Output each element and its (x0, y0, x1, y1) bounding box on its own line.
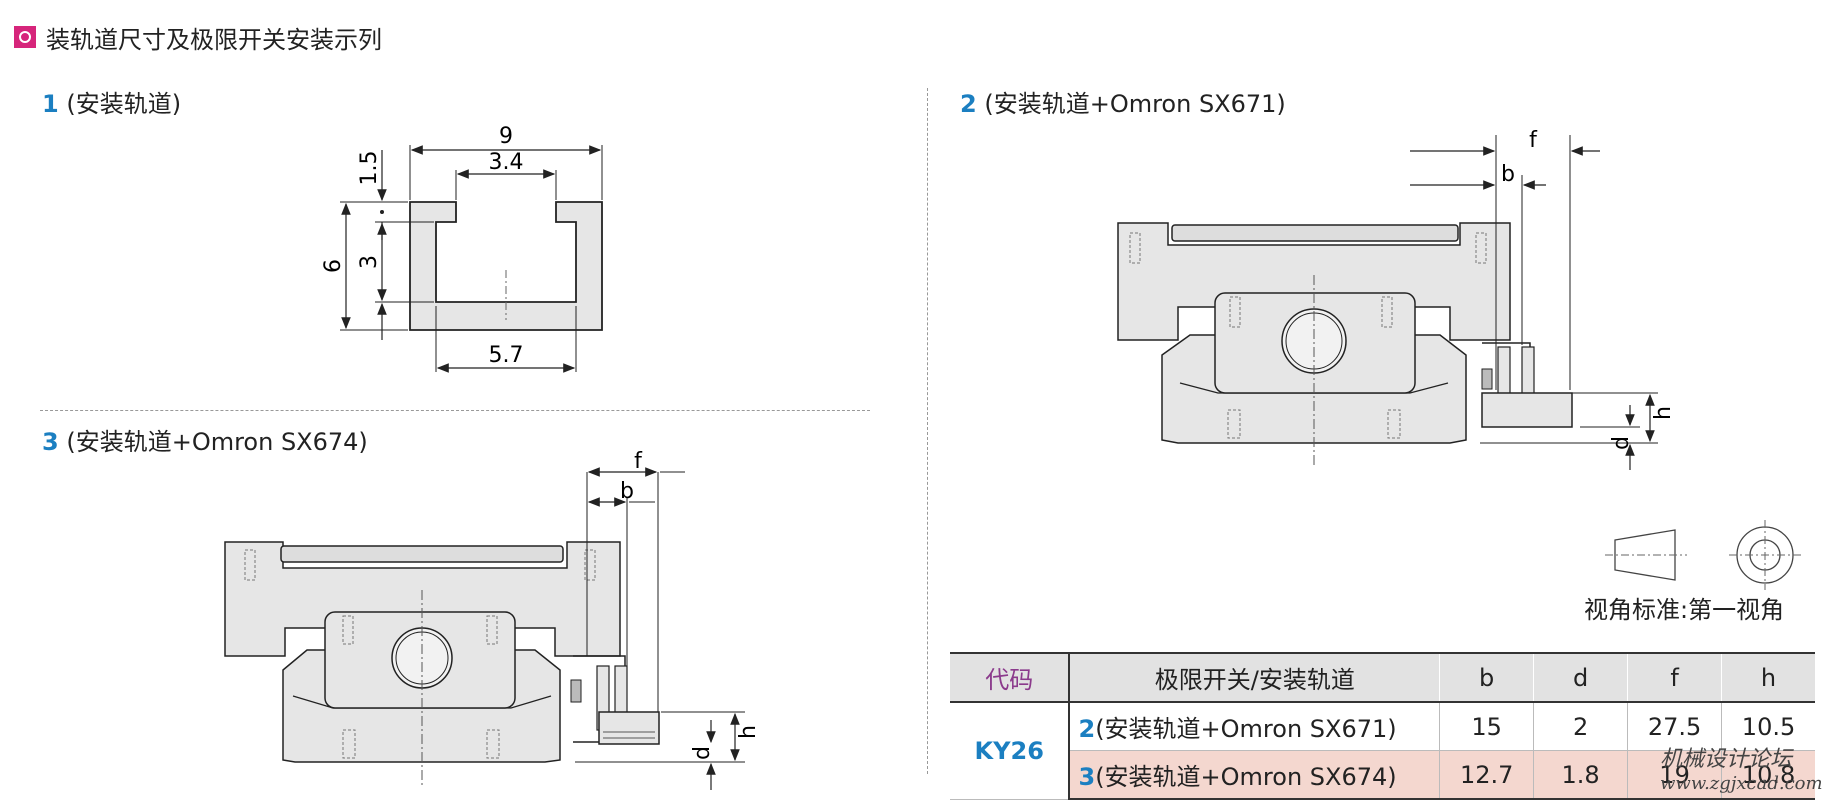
cell-b: 15 (1439, 702, 1534, 751)
header-f: f (1627, 652, 1722, 703)
header-d: d (1533, 652, 1628, 703)
watermark: 机械设计论坛 www.zgjxcad.com (1660, 748, 1823, 796)
assembly-sx674-drawing: f b h d (224, 450, 761, 790)
section-2-number: 2 (960, 90, 977, 118)
cell-d: 1.8 (1533, 750, 1628, 800)
view-standard-label: 视角标准:第一视角 (1584, 596, 1785, 624)
section-3-label: (安装轨道+Omron SX674) (66, 428, 368, 456)
section-3-number: 3 (42, 428, 59, 456)
cell-b: 12.7 (1439, 750, 1534, 800)
dim-total-width: 9 (499, 124, 513, 149)
section-1-title: 1 (安装轨道) (42, 84, 181, 119)
page-title: 装轨道尺寸及极限开关安装示列 (46, 26, 382, 54)
dim-height: 6 (321, 259, 346, 273)
cell-d: 2 (1533, 702, 1628, 751)
dim-f-sx671: f (1529, 128, 1538, 153)
header-switch-rail: 极限开关/安装轨道 (1068, 652, 1440, 703)
header-h: h (1721, 652, 1815, 703)
dim-f-sx674: f (634, 450, 643, 474)
dim-b-sx671: b (1501, 162, 1515, 187)
dim-h-sx674: h (736, 725, 761, 739)
section-3-title: 3 (安装轨道+Omron SX674) (42, 422, 368, 457)
dim-d-sx674: d (690, 746, 715, 760)
desc-cell: 2(安装轨道+Omron SX671) (1068, 702, 1440, 751)
cell-f: 19 (1627, 750, 1722, 800)
dim-inner-bottom: 5.7 (489, 343, 524, 368)
table-row: KY26 2(安装轨道+Omron SX671) 15 2 27.5 10.5 (950, 702, 1815, 800)
vertical-divider (927, 88, 928, 774)
header-code: 代码 (950, 652, 1071, 703)
horizontal-divider (40, 410, 870, 411)
spec-table: 代码 极限开关/安装轨道 b d f h KY26 2(安装轨道+Omron S… (950, 652, 1815, 800)
section-1-label: (安装轨道) (66, 90, 182, 118)
cell-f: 27.5 (1627, 702, 1722, 751)
row-desc: (安装轨道+Omron SX671) (1095, 715, 1397, 743)
row-number: 2 (1078, 715, 1096, 743)
section-marker-icon (14, 26, 36, 48)
dim-b-sx674: b (620, 479, 634, 504)
section-2-title: 2 (安装轨道+Omron SX671) (960, 84, 1286, 119)
watermark-line1: 机械设计论坛 (1660, 747, 1793, 772)
rail-cross-section-drawing: 9 3.4 5.7 6 1.5 3 (321, 124, 603, 373)
row-number: 3 (1078, 763, 1096, 791)
section-2-label: (安装轨道+Omron SX671) (984, 90, 1286, 118)
table-row: 3(安装轨道+Omron SX674) 12.7 1.8 19 10.8 (950, 750, 1815, 800)
dim-inner-height: 3 (357, 255, 382, 269)
row-desc: (安装轨道+Omron SX674) (1095, 763, 1397, 791)
cell-h: 10.5 (1721, 702, 1815, 751)
dim-lip: 1.5 (357, 151, 382, 186)
cell-h: 10.8 (1721, 750, 1815, 800)
code-cell: KY26 (950, 702, 1071, 800)
desc-cell: 3(安装轨道+Omron SX674) (1069, 750, 1440, 800)
dim-h-sx671: h (1651, 406, 1676, 420)
watermark-line2: www.zgjxcad.com (1660, 773, 1823, 794)
assembly-sx671-drawing: f b h d (1117, 128, 1676, 470)
section-1-number: 1 (42, 90, 59, 118)
first-angle-projection-icon (1605, 520, 1801, 590)
dim-inner-top: 3.4 (489, 150, 524, 175)
table-header-row: 代码 极限开关/安装轨道 b d f h (950, 652, 1815, 703)
dim-d-sx671: d (1609, 436, 1634, 450)
header-b: b (1439, 652, 1534, 703)
